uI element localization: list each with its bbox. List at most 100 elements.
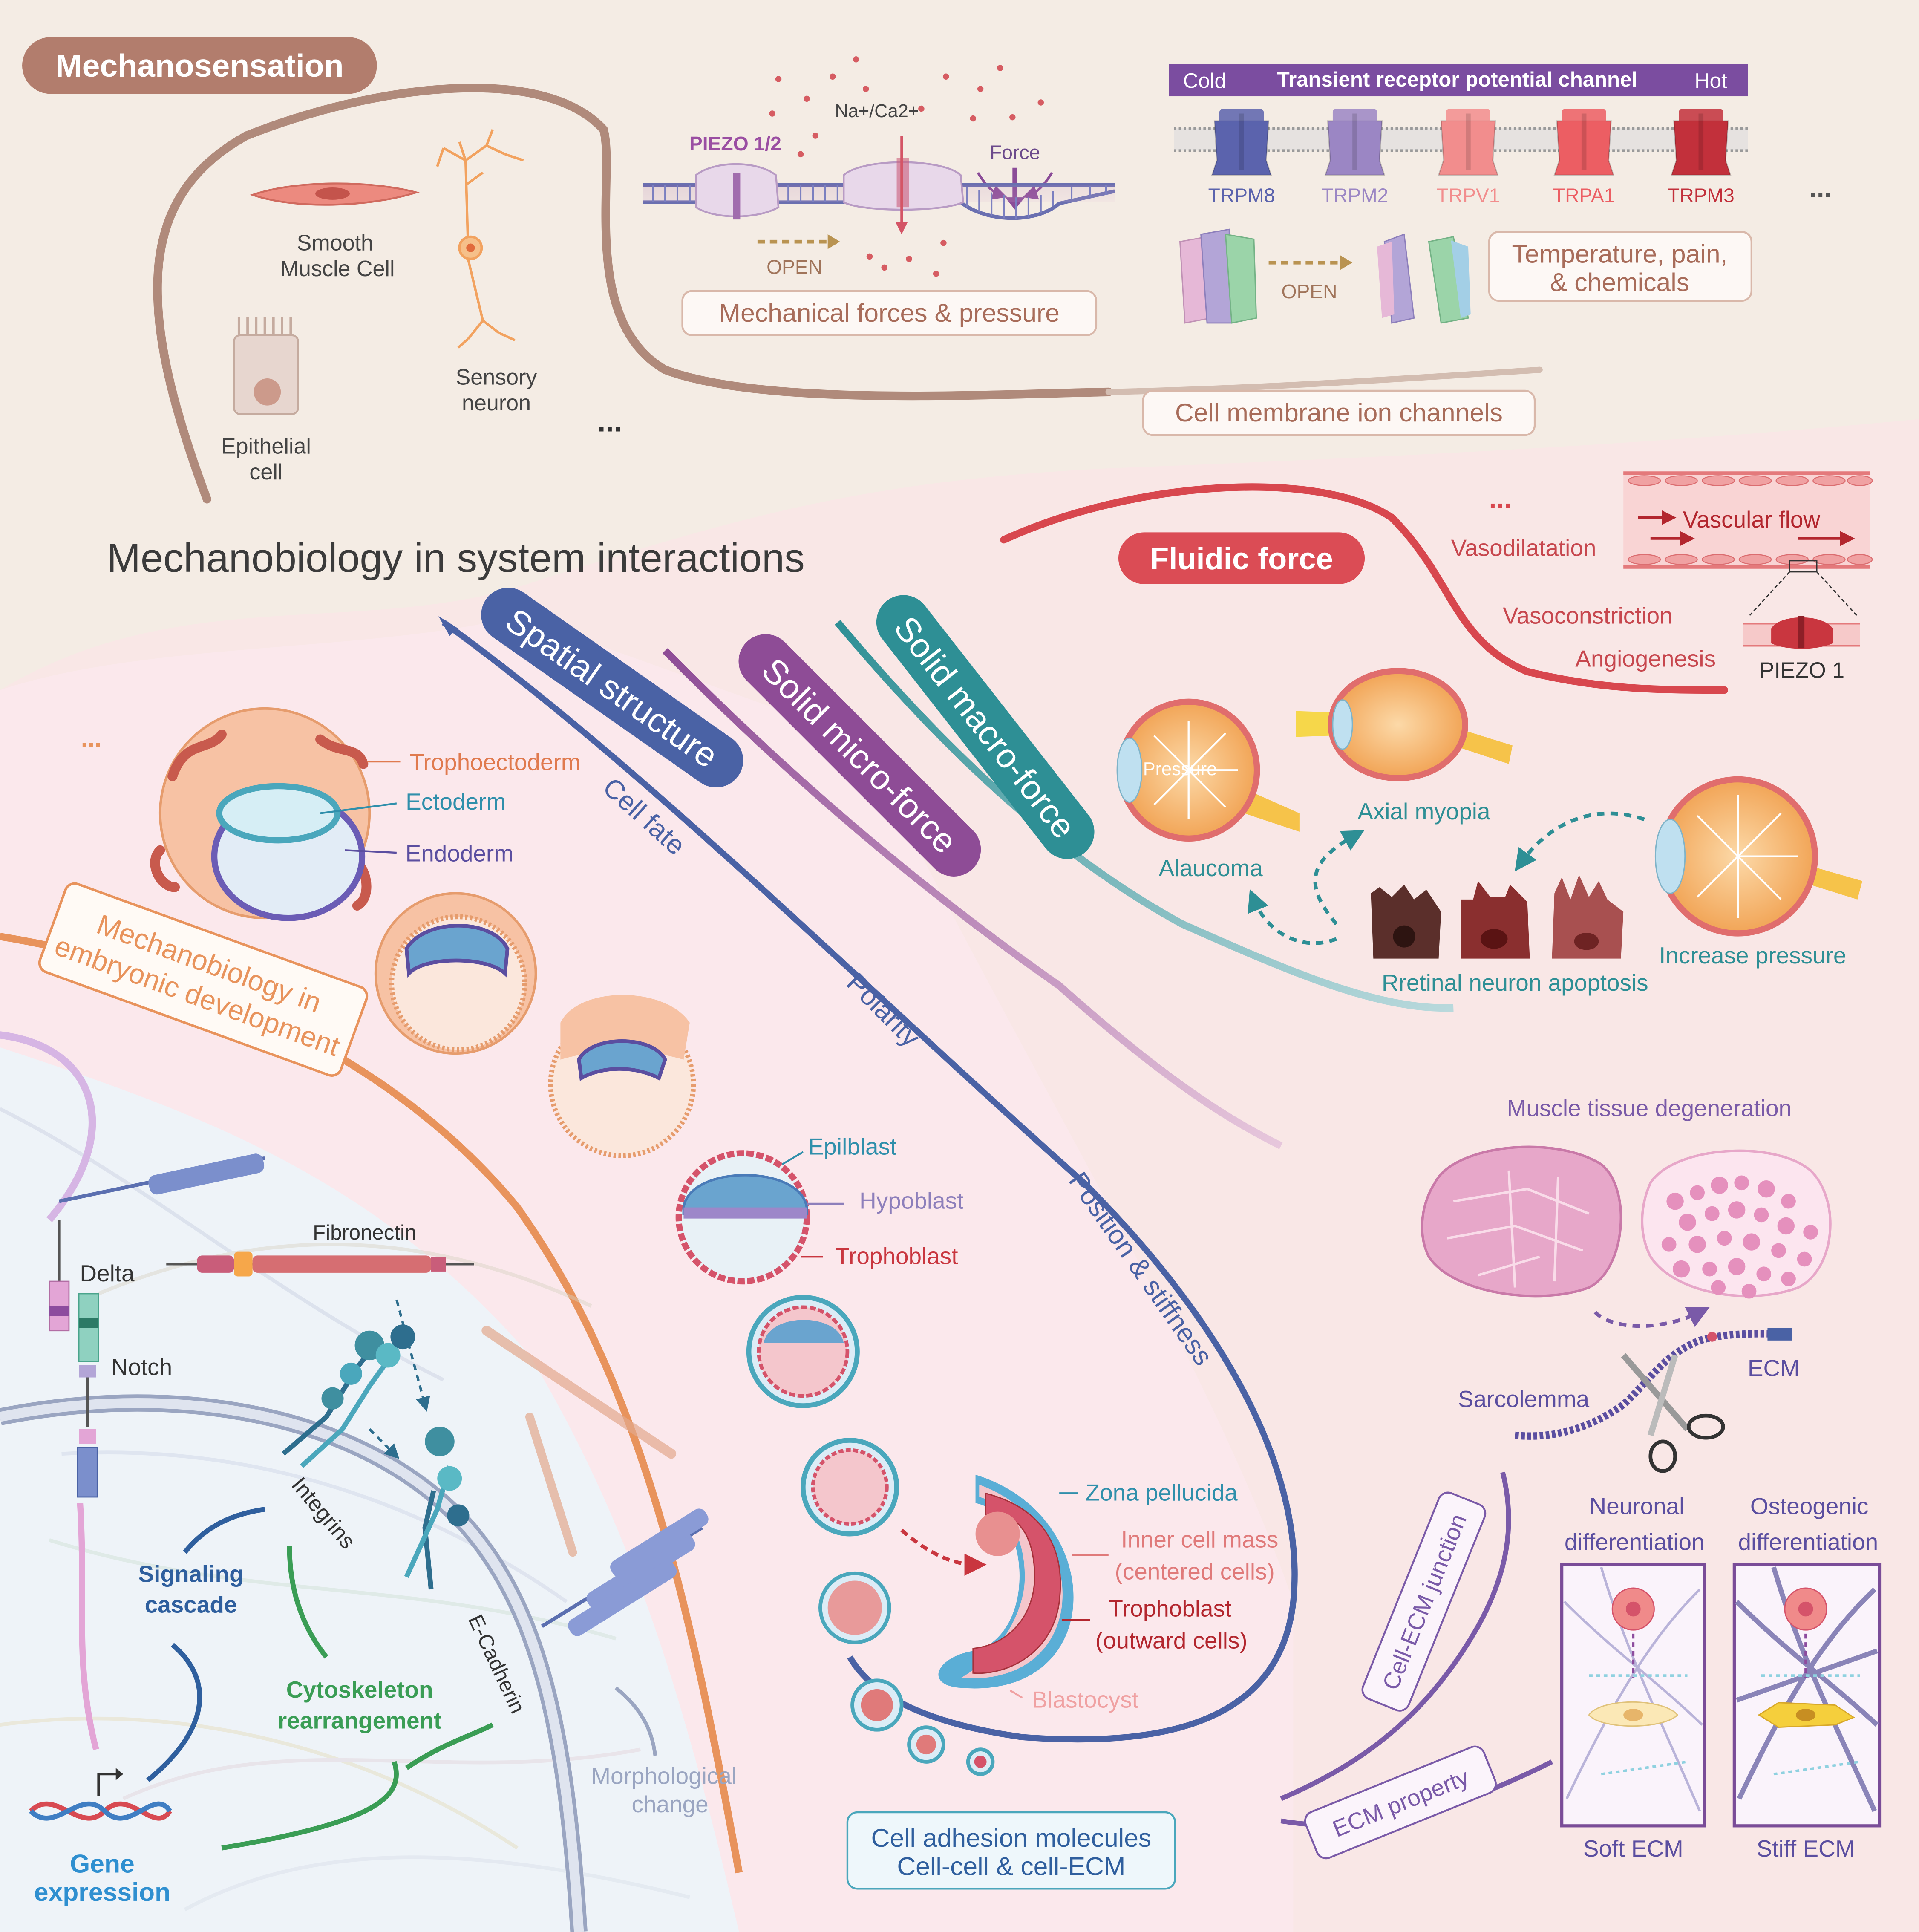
smooth-muscle-label-1: Smooth [297,231,373,255]
blastocyst-label: Blastocyst [1032,1686,1138,1713]
adhesion-caption-1: Cell adhesion molecules [871,1823,1152,1852]
embryo-stage-1-icon [150,707,372,921]
trp-caption-box [1488,231,1753,302]
vasoconstriction-label: Vasoconstriction [1503,602,1673,629]
epiblast-stage-icon [675,1150,810,1285]
morphological-label-2: change [632,1791,709,1817]
trophectoderm-label: Trophoectoderm [410,749,581,775]
membrane-caption: Cell membrane ion channels [1175,398,1503,427]
piezo-open-label: OPEN [766,256,822,278]
epithelial-cell-icon [233,317,299,415]
diagonal-fibers-icon [481,1326,677,1557]
stiff-ecm-panel [1732,1563,1882,1828]
fluidic-bracket [1000,483,1728,694]
glaucoma-label: Alaucoma [1159,855,1263,881]
ion-particles [769,56,1044,277]
trp-caption-1: Temperature, pain, [1512,239,1728,268]
soft-ecm-panel [1560,1563,1706,1828]
trp-label-0: TRPM8 [1208,185,1275,207]
piezo1-label: PIEZO 1 [1760,658,1844,683]
epithelial-label-2: cell [249,460,282,484]
gene-label-2: expression [34,1877,170,1906]
piezo-section: Na+/Ca2+ PIEZO 1/2 Force [643,56,1115,337]
trp-section: Cold Transient receptor potential channe… [1142,64,1832,436]
muscle-title: Muscle tissue degeneration [1507,1095,1792,1122]
myopia-eye-icon [1296,668,1513,781]
healthy-muscle-icon [1421,1145,1622,1298]
sensory-neuron-label-2: neuron [462,391,531,415]
morula-stage-icon [746,1295,860,1408]
trp-label-2: TRPV1 [1436,185,1500,207]
endoderm-label: Endoderm [406,840,513,866]
force-label: Force [990,141,1040,163]
retinal-neuron-icons [1371,875,1624,959]
cytoskeleton-label-2: rearrangement [278,1707,442,1733]
trp-channel-icon-trpa1 [1553,108,1615,176]
delta-notch-icon [49,1153,265,1750]
piezo-open-icon [843,136,964,234]
smooth-muscle-label-2: Muscle Cell [280,257,395,281]
signaling-label-2: cascade [145,1592,237,1618]
trp-title: Transient receptor potential channel [1277,68,1637,91]
sarcolemma-label: Sarcolemma [1458,1386,1590,1412]
trophoblast-label: Trophoblast [836,1243,958,1269]
trophoblast-out-label-2: (outward cells) [1095,1627,1248,1654]
mechanosensation-bracket [153,84,1113,504]
trp-open-label: OPEN [1281,280,1337,303]
adhesion-section: Delta Notch Fibronectin Integrins [0,1031,1176,1932]
trp-channel-icons [1211,108,1732,176]
glaucoma-eye-icon: Pressure [1116,698,1300,842]
degenerated-muscle-icon [1641,1149,1832,1299]
ecadherin-icon [541,1508,709,1636]
delta-label: Delta [80,1260,135,1286]
morphological-label-1: Morphological [591,1763,737,1789]
vessel-icon: Vascular flow [1623,471,1873,617]
embryo-more: ... [81,725,101,752]
smooth-muscle-cell-icon [249,182,420,206]
trp-channel-icon-trpm3 [1670,108,1732,176]
micro-band-line [662,648,1283,1149]
piezo-caption: Mechanical forces & pressure [719,298,1060,327]
mechanosensation-title: Mechanosensation [55,48,344,84]
blastocyst-cutaway-icon [938,1474,1074,1689]
osteogenic-label-1: Osteogenic [1750,1493,1869,1519]
neuronal-label-1: Neuronal [1590,1493,1685,1519]
pressure-label: Pressure [1143,759,1217,779]
trp-label-4: TRPM3 [1668,185,1735,207]
angiogenesis-label: Angiogenesis [1575,646,1716,672]
trp-header-bar [1169,64,1748,97]
muscle-section: Muscle tissue degeneration Sarcolemma EC… [1421,1095,1832,1473]
icm-label-2: (centered cells) [1115,1558,1274,1585]
sensory-neuron-label-1: Sensory [456,365,537,390]
epiblast-label: Epilblast [808,1133,897,1159]
mechanosensation-more: ... [597,404,622,438]
epithelial-label-1: Epithelial [221,434,311,458]
increase-pressure-label: Increase pressure [1659,942,1846,969]
trophoblast-out-label-1: Trophoblast [1109,1595,1231,1621]
dna-icon [29,1768,172,1821]
sensory-neuron-icon [436,129,524,349]
piezo1-icon [1743,616,1860,649]
piezo-channel-label: PIEZO 1/2 [689,133,781,155]
ecm-label: ECM [1748,1355,1800,1381]
osteogenic-label-2: differentiation [1738,1528,1878,1555]
fluidic-title: Fluidic force [1150,542,1333,576]
macro-band-line [835,620,1454,1012]
mechanosensation-section: Mechanosensation Smooth Muscle Cell Sens… [22,37,1543,504]
eye-section: Pressure Alaucoma Axial myopia Increase … [1116,668,1863,996]
axial-myopia-label: Axial myopia [1357,798,1490,825]
cytoskeleton-label-1: Cytoskeleton [286,1676,433,1703]
trp-more: ... [1809,173,1832,203]
embryo-stage-2-icon [374,892,537,1055]
trp-cold-label: Cold [1183,69,1226,92]
sarcolemma-ecm-chain-icon [1514,1328,1792,1440]
trp-channel-icon-trpm2 [1324,108,1386,176]
membrane-caption-box [1142,389,1536,436]
trp-label-3: TRPA1 [1553,185,1615,207]
trp-open-icon [1377,233,1471,324]
gene-label-1: Gene [70,1849,135,1878]
piezo-caption-box [681,290,1098,337]
cleavage-stages-icon [801,1438,995,1776]
trp-hot-label: Hot [1694,69,1727,92]
integrins-icon [282,1299,470,1590]
